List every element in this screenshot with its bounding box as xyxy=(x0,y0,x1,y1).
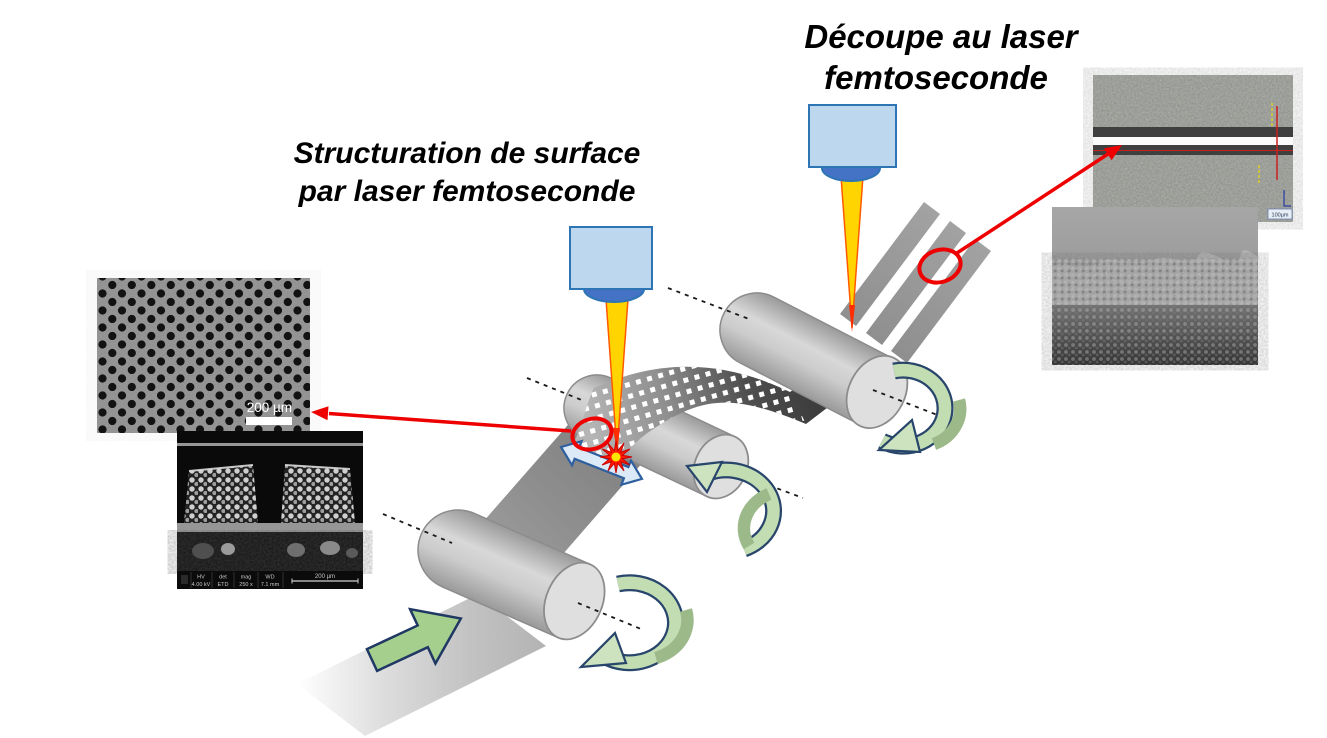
info-value: 250 x xyxy=(239,582,253,588)
particle-blob xyxy=(221,543,235,555)
texture-overlay xyxy=(1052,258,1258,365)
title-cutting-line1: Découpe au laser xyxy=(804,18,1079,55)
cut-edge-top xyxy=(1093,127,1293,137)
roller-endcap xyxy=(543,561,606,641)
info-value: 4.00 kV xyxy=(192,582,211,588)
rotation-arrow-structuring xyxy=(684,460,783,558)
title-structuring-line2: par laser femtoseconde xyxy=(298,175,636,208)
top-surface-line xyxy=(177,443,363,446)
electrode-particles xyxy=(281,465,355,523)
scale-label: 200 µm xyxy=(315,574,335,580)
rotation-arrowhead xyxy=(684,460,724,495)
info-label: WD xyxy=(265,575,274,581)
highlight-circle-cut xyxy=(917,247,963,285)
laser-beam-tip xyxy=(849,305,855,332)
electrode-rim xyxy=(284,464,351,470)
hole-array xyxy=(97,278,310,433)
particle-blob xyxy=(320,541,340,555)
title-cutting-line2: femtoseconde xyxy=(824,59,1048,96)
rotation-arrowhead xyxy=(578,631,628,669)
roller-axis-dashed xyxy=(382,513,453,544)
roller-infeed xyxy=(417,509,606,641)
electrode-rim xyxy=(188,464,254,472)
roller-outfeed xyxy=(719,292,909,429)
laser-cutting xyxy=(808,104,897,332)
particle-blob xyxy=(287,543,305,557)
callout-arrow-right xyxy=(956,145,1122,255)
roller-axis-dashed xyxy=(577,602,642,630)
inset-cut-edge-sem xyxy=(1052,207,1258,365)
inset-surface-sem: 200 µm xyxy=(97,278,310,433)
title-structuring-line1: Structuration de surface xyxy=(294,137,641,170)
feed-direction-arrow xyxy=(365,607,463,673)
info-label: mag xyxy=(241,575,252,581)
scale-label: 100µm xyxy=(1272,213,1289,219)
rotation-arrowhead xyxy=(876,417,922,454)
scale-chip xyxy=(1267,208,1293,220)
cut-kerf xyxy=(1093,137,1293,145)
particle-blob xyxy=(346,548,358,558)
laser-head-box xyxy=(808,104,897,168)
scale-label: 200 µm xyxy=(247,400,292,415)
cut-strip xyxy=(891,239,991,363)
laser-head-box xyxy=(569,226,653,290)
ablation-spark xyxy=(599,440,633,474)
substrate-foil xyxy=(177,523,363,532)
info-value: ETD xyxy=(218,582,229,588)
feed-web xyxy=(297,594,546,736)
info-label: HV xyxy=(197,575,205,581)
info-bar-separators xyxy=(190,572,284,588)
cut-strip xyxy=(840,202,940,326)
cut-strips xyxy=(840,202,991,363)
web-dot-pattern xyxy=(574,366,806,470)
roller-endcap xyxy=(845,354,909,429)
measurement-mark-blue xyxy=(1283,190,1291,207)
info-value: 7.1 mm xyxy=(261,582,280,588)
rotation-arrow-outfeed xyxy=(876,361,967,455)
cut-strip xyxy=(866,221,966,345)
sem-info-text: HV det mag WD 4.00 kV ETD 250 x 7.1 mm 2… xyxy=(192,574,335,588)
highlight-circle-structuring xyxy=(570,416,614,452)
particle-blob xyxy=(192,543,214,559)
roller-axis-dashed xyxy=(667,287,750,320)
laser-beam-tip xyxy=(613,428,620,452)
scale-bar xyxy=(246,417,292,425)
spark-core xyxy=(611,452,621,462)
callout-arrowhead xyxy=(1104,145,1122,161)
roller-axis-dashed xyxy=(526,377,585,402)
sem-logo-chip xyxy=(181,575,188,584)
rotation-arrow-infeed xyxy=(578,574,694,672)
inset-cut-optical: 100µm xyxy=(1093,75,1293,222)
laser-structuring xyxy=(569,226,653,453)
callout-arrowhead xyxy=(311,406,329,421)
callout-arrow-left xyxy=(311,406,572,433)
sem-info-bar xyxy=(177,571,363,589)
electrode-particles xyxy=(184,465,258,523)
info-label: det xyxy=(219,575,227,581)
feed-web-strip xyxy=(297,594,546,736)
inset-cross-section-sem: HV det mag WD 4.00 kV ETD 250 x 7.1 mm 2… xyxy=(177,431,363,589)
